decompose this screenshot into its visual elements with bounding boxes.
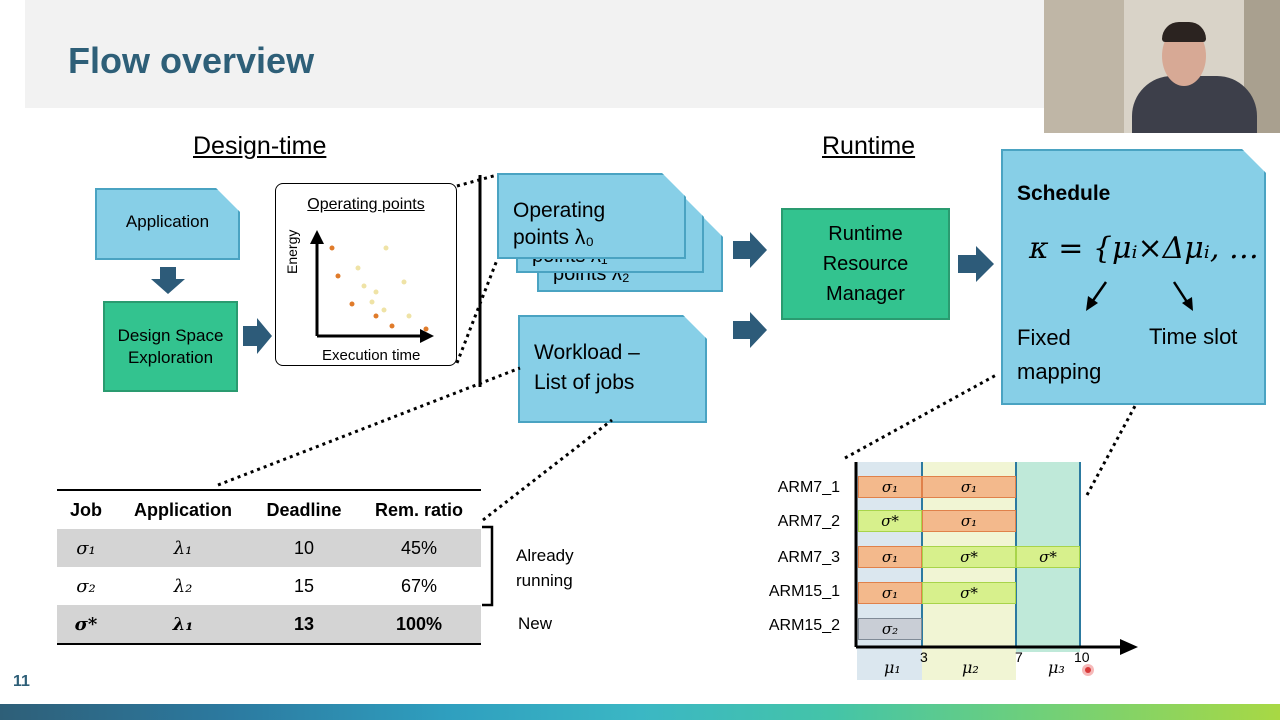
plot-point — [329, 245, 335, 251]
already-running-label: Already running — [516, 546, 574, 590]
time-slot-label: Time slot — [1149, 324, 1238, 349]
plot-point — [389, 323, 395, 329]
plot-point — [349, 301, 355, 307]
table-row: σ* λ₁ 13 100% — [57, 605, 481, 643]
plot-xlabel: Execution time — [322, 347, 421, 364]
application-label: Application — [125, 212, 210, 231]
arrow-right-icon — [733, 232, 767, 268]
gantt-cell: σ₁ — [858, 476, 922, 498]
presenter-webcam — [1044, 0, 1280, 133]
cell-ratio: 100% — [395, 613, 443, 634]
schedule-box: Schedule κ = {μᵢ×Δμᵢ, … } Fixed mapping … — [1001, 149, 1266, 405]
tick-10: 10 — [1074, 649, 1090, 665]
arrow-right-icon — [958, 246, 994, 282]
header-application: Application — [134, 499, 232, 520]
job-table: Job Application Deadline Rem. ratio σ₁ λ… — [57, 489, 481, 649]
cell-deadline: 13 — [293, 613, 315, 634]
schedule-formula: κ = {μᵢ×Δμᵢ, … } — [1029, 231, 1280, 266]
gantt-cell: σ₁ — [858, 546, 922, 568]
table-row: σ₁ λ₁ 10 45% — [57, 529, 481, 567]
plot-point — [335, 273, 341, 279]
tick-7: 7 — [1015, 649, 1023, 665]
lane-label: ARM7_3 — [777, 549, 840, 566]
gantt-chart: ARM7_1 ARM7_2 ARM7_3 ARM15_1 ARM15_2 σ₁ … — [740, 460, 1160, 685]
plot-point — [369, 299, 375, 305]
arrow-right-icon — [733, 312, 767, 348]
plot-point — [423, 326, 429, 332]
application-box: Application — [95, 188, 240, 260]
rrm-box: Runtime Resource Manager — [781, 208, 950, 320]
arrow-head-icon — [1182, 297, 1193, 311]
gantt-cell: σ₁ — [922, 476, 1016, 498]
lane-label: ARM15_2 — [768, 617, 840, 634]
pointer-icon — [1082, 664, 1094, 676]
slot-label: μ₁ — [884, 658, 901, 677]
slot-label: μ₃ — [1048, 658, 1065, 677]
cell-deadline: 15 — [293, 575, 315, 596]
footer-bar — [0, 704, 1280, 720]
cell-job: σ₂ — [76, 575, 96, 597]
running-brace — [482, 525, 494, 607]
new-label: New — [518, 614, 553, 633]
gantt-cell: σ* — [922, 546, 1016, 568]
header-deadline: Deadline — [266, 499, 342, 520]
cell-app: λ₂ — [173, 575, 193, 597]
cell-app: λ₁ — [173, 537, 193, 559]
title-band — [25, 0, 1045, 108]
gantt-cell: σ* — [1016, 546, 1080, 568]
cell-ratio: 45% — [400, 537, 438, 558]
plot-point — [401, 279, 407, 285]
page-number: 11 — [13, 673, 30, 690]
plot-axes — [310, 230, 434, 343]
slot-label: μ₂ — [962, 658, 979, 677]
dse-box: Design Space Exploration — [103, 301, 238, 392]
cell-job: σ₁ — [76, 537, 96, 559]
arrow-right-icon — [243, 318, 272, 354]
cell-app: λ₁ — [172, 613, 194, 635]
arrow-fixed-mapping — [1090, 281, 1108, 303]
arrow-down-icon — [151, 267, 185, 294]
cell-ratio: 67% — [400, 575, 438, 596]
design-time-heading: Design-time — [193, 132, 327, 160]
cell-job: σ* — [74, 613, 98, 635]
op-points-0-label: Operating — [513, 199, 606, 222]
plot-point — [373, 289, 379, 295]
header-ratio: Rem. ratio — [374, 499, 464, 520]
plot-point — [383, 245, 389, 251]
header-job: Job — [69, 499, 102, 520]
workload-line1: Workload – — [534, 341, 640, 364]
lane-label: ARM7_2 — [777, 513, 840, 530]
table-header: Job Application Deadline Rem. ratio — [57, 491, 481, 529]
gantt-cell: σ₁ — [922, 510, 1016, 532]
fixed-mapping-label: Fixed mapping — [1017, 325, 1102, 385]
plot-title: Operating points — [307, 196, 425, 213]
plot-point — [361, 283, 367, 289]
operating-points-0-box: Operating points λ₀ — [497, 173, 686, 259]
gantt-cell: σ₂ — [858, 618, 922, 640]
plot-point — [381, 307, 387, 313]
gantt-axes — [854, 462, 1138, 655]
plot-point — [373, 313, 379, 319]
slide-title: Flow overview — [68, 40, 315, 81]
dotted-leaders — [217, 173, 1137, 522]
arrow-head-icon — [1086, 296, 1098, 311]
gantt-cell: σ* — [858, 510, 922, 532]
schedule-title: Schedule — [1017, 182, 1111, 205]
gantt-cell: σ* — [922, 582, 1016, 604]
plot-point — [355, 265, 361, 271]
workload-line2: List of jobs — [534, 371, 635, 394]
lane-label: ARM7_1 — [777, 479, 840, 496]
cell-deadline: 10 — [293, 537, 315, 558]
arrow-time-slot — [1172, 281, 1189, 303]
table-row: σ₂ λ₂ 15 67% — [57, 567, 481, 605]
runtime-heading: Runtime — [822, 132, 916, 160]
gantt-cell: σ₁ — [858, 582, 922, 604]
operating-points-plot: Operating points Energy Execution time — [275, 183, 457, 366]
workload-box: Workload – List of jobs — [518, 315, 707, 423]
op-points-0-symbol: points λ₀ — [513, 226, 595, 249]
lane-label: ARM15_1 — [768, 583, 840, 600]
tick-3: 3 — [920, 649, 928, 665]
plot-point — [406, 313, 412, 319]
